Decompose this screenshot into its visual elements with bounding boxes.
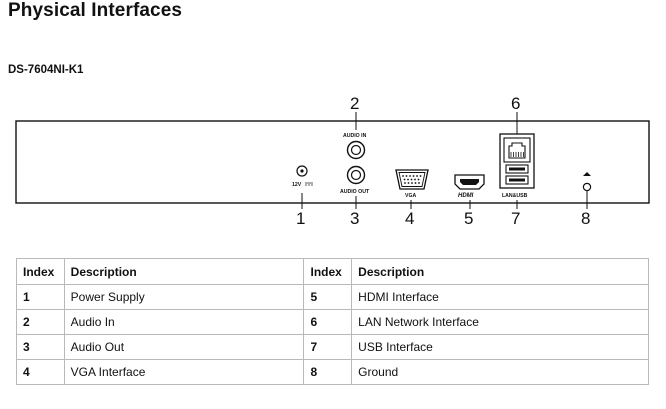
audio-out-jack-icon xyxy=(346,165,366,185)
vga-port-icon xyxy=(395,169,429,190)
callout-4: 4 xyxy=(405,209,414,228)
ground-icon xyxy=(582,172,592,192)
row-index: 2 xyxy=(16,309,65,335)
callout-2: 2 xyxy=(350,94,359,113)
hdmi-port-icon xyxy=(454,174,485,190)
row-index: 7 xyxy=(303,334,353,360)
row-description: Audio In xyxy=(63,309,305,335)
row-index: 4 xyxy=(16,359,65,385)
row-description: LAN Network Interface xyxy=(351,309,649,335)
callout-5: 5 xyxy=(464,209,473,228)
rear-panel-diagram: 12V 1 2 AUDIO IN AUDIO OUT 3 VGA 4 xyxy=(15,94,650,228)
audio-in-jack-icon xyxy=(346,140,366,160)
power-label: 12V xyxy=(292,182,302,188)
callout-6: 6 xyxy=(511,94,520,113)
page-title: Physical Interfaces xyxy=(8,0,183,21)
header-index-1: Index xyxy=(16,258,65,285)
callout-7: 7 xyxy=(511,209,520,228)
audio-in-label: AUDIO IN xyxy=(343,133,367,139)
header-description-1: Description xyxy=(63,258,305,285)
panel-outline xyxy=(15,120,650,204)
hdmi-label: HDMI xyxy=(458,193,474,199)
header-description-2: Description xyxy=(351,258,649,285)
table-row: 3 Audio Out 7 USB Interface xyxy=(16,334,649,360)
vga-label: VGA xyxy=(405,193,416,199)
usb-port-icon xyxy=(505,164,529,185)
callout-1: 1 xyxy=(296,209,305,228)
callout-8: 8 xyxy=(581,209,590,228)
lan-usb-label: LAN&USB xyxy=(502,193,528,199)
table-row: 2 Audio In 6 LAN Network Interface xyxy=(16,309,649,335)
row-index: 6 xyxy=(303,309,353,335)
interfaces-table: Index Description Index Description 1 Po… xyxy=(16,258,649,385)
audio-out-label: AUDIO OUT xyxy=(340,189,370,195)
row-description: Ground xyxy=(351,359,649,385)
row-index: 3 xyxy=(16,334,65,360)
table-row: 4 VGA Interface 8 Ground xyxy=(16,359,649,385)
row-description: HDMI Interface xyxy=(351,284,649,310)
model-name: DS-7604NI-K1 xyxy=(8,64,84,76)
row-description: VGA Interface xyxy=(63,359,305,385)
row-index: 8 xyxy=(303,359,353,385)
power-jack-icon xyxy=(296,165,308,177)
callout-3: 3 xyxy=(350,209,359,228)
row-description: USB Interface xyxy=(351,334,649,360)
table-row: 1 Power Supply 5 HDMI Interface xyxy=(16,284,649,310)
header-index-2: Index xyxy=(303,258,353,285)
row-index: 5 xyxy=(303,284,353,310)
row-index: 1 xyxy=(16,284,65,310)
lan-port-icon xyxy=(499,133,535,189)
dc-symbol-icon xyxy=(305,182,313,186)
table-header-row: Index Description Index Description xyxy=(16,258,649,285)
row-description: Power Supply xyxy=(63,284,305,310)
row-description: Audio Out xyxy=(63,334,305,360)
